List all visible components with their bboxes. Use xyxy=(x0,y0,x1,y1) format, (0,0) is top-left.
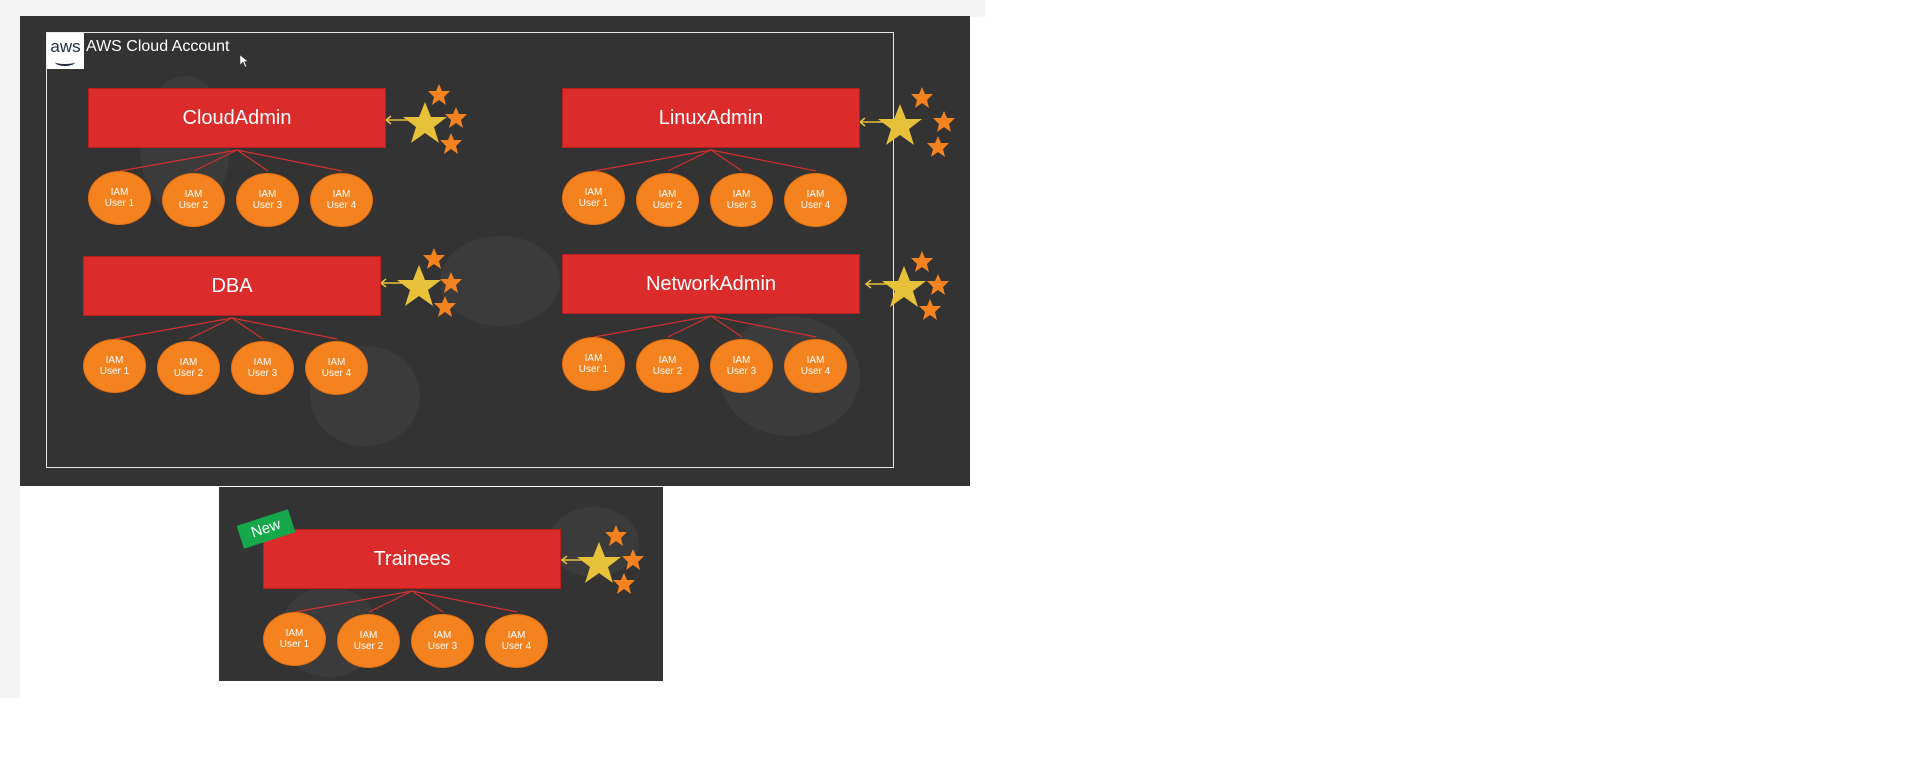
user-type: IAM xyxy=(184,189,203,200)
user-type: IAM xyxy=(327,357,346,368)
user-label: User 1 xyxy=(578,364,609,375)
user-label: User 4 xyxy=(501,641,532,652)
policy-star-icon xyxy=(878,87,955,157)
aws-account-boundary xyxy=(46,32,894,468)
user-type: IAM xyxy=(110,187,129,198)
group-name: Trainees xyxy=(373,547,451,570)
group-cloudadmin[interactable]: CloudAdmin xyxy=(88,88,386,148)
user-label: User 2 xyxy=(652,366,683,377)
user-type: IAM xyxy=(806,189,825,200)
group-name: LinuxAdmin xyxy=(658,106,764,129)
user-type: IAM xyxy=(179,357,198,368)
user-type: IAM xyxy=(806,355,825,366)
account-slide: aws AWS Cloud Account xyxy=(20,16,970,486)
user-label: User 1 xyxy=(99,366,130,377)
aws-logo-text: aws xyxy=(50,37,81,56)
user-type: IAM xyxy=(658,189,677,200)
aws-logo: aws xyxy=(47,33,84,69)
connectors-linuxadmin xyxy=(593,149,817,172)
group-linuxadmin[interactable]: LinuxAdmin xyxy=(562,88,860,148)
user-type: IAM xyxy=(433,630,452,641)
user-type: IAM xyxy=(584,353,603,364)
user-type: IAM xyxy=(258,189,277,200)
connectors-networkadmin xyxy=(593,315,817,338)
user-label: User 4 xyxy=(800,366,831,377)
group-name: CloudAdmin xyxy=(182,106,292,129)
top-strip xyxy=(0,0,985,17)
group-networkadmin[interactable]: NetworkAdmin xyxy=(562,254,860,314)
group-name: DBA xyxy=(211,274,253,297)
user-label: User 1 xyxy=(104,198,135,209)
policy-star-icon xyxy=(577,525,644,594)
user-label: User 2 xyxy=(652,200,683,211)
connectors-trainees xyxy=(294,590,518,613)
user-type: IAM xyxy=(285,628,304,639)
user-label: User 3 xyxy=(726,200,757,211)
aws-smile xyxy=(55,58,75,66)
group-name: NetworkAdmin xyxy=(645,272,777,295)
user-type: IAM xyxy=(359,630,378,641)
user-label: User 2 xyxy=(353,641,384,652)
connector-layer xyxy=(294,525,644,613)
user-label: User 3 xyxy=(726,366,757,377)
user-type: IAM xyxy=(584,187,603,198)
account-title: AWS Cloud Account xyxy=(86,38,230,55)
user-label: User 2 xyxy=(178,200,209,211)
user-label: User 4 xyxy=(321,368,352,379)
group-dba[interactable]: DBA xyxy=(83,256,381,316)
left-strip xyxy=(0,0,20,698)
user-type: IAM xyxy=(332,189,351,200)
connectors-dba xyxy=(114,317,338,340)
user-label: User 1 xyxy=(279,639,310,650)
user-label: User 3 xyxy=(252,200,283,211)
user-type: IAM xyxy=(507,630,526,641)
connectors-cloudadmin xyxy=(119,149,343,172)
user-type: IAM xyxy=(253,357,272,368)
user-label: User 4 xyxy=(326,200,357,211)
user-type: IAM xyxy=(105,355,124,366)
policy-star-icon xyxy=(882,251,949,320)
connector-layer xyxy=(114,84,955,340)
user-label: User 3 xyxy=(247,368,278,379)
user-label: User 4 xyxy=(800,200,831,211)
policy-star-icon xyxy=(397,248,462,317)
user-type: IAM xyxy=(732,355,751,366)
user-type: IAM xyxy=(658,355,677,366)
user-label: User 3 xyxy=(427,641,458,652)
user-label: User 1 xyxy=(578,198,609,209)
policy-star-icon xyxy=(403,84,467,154)
user-type: IAM xyxy=(732,189,751,200)
group-trainees[interactable]: Trainees xyxy=(263,529,561,589)
user-label: User 2 xyxy=(173,368,204,379)
cursor-icon xyxy=(240,55,248,67)
